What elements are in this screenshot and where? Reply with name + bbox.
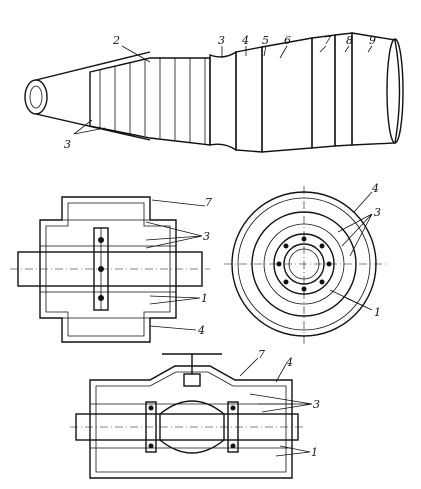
callout-label: 7 [324,34,331,47]
callout-label: 3 [313,398,320,411]
callout-label: 1 [311,446,318,459]
bolt-holes [276,236,332,292]
mid-left-leaders [145,199,206,331]
callout-label: 4 [285,356,293,369]
callout-label: 5 [262,34,269,47]
callout-label: 4 [197,324,205,337]
mid-left-callouts: 7 3 1 4 [197,196,212,337]
callout-label: 6 [284,34,291,47]
longitudinal-section-view [10,196,210,343]
callout-label: 8 [346,34,353,47]
callout-label: 7 [258,348,265,361]
callout-label: 4 [371,182,379,195]
cross-section-view [224,186,386,344]
callout-label: 9 [369,34,376,47]
bottom-callouts: 7 4 3 1 [258,348,320,459]
callout-label: 3 [64,138,71,151]
bottom-leaders [239,357,313,457]
pipe-cutaway-view [24,32,404,153]
mid-right-leaders [329,191,373,311]
top-callouts: 2 3 4 5 6 7 8 9 3 [64,34,376,151]
callout-label: 4 [241,34,249,47]
top-leaders [73,45,373,135]
insulation-segments [89,57,211,146]
callout-label: 1 [374,306,381,319]
mid-right-callouts: 4 3 1 [371,182,381,319]
callout-label: 2 [112,34,120,47]
callout-label: 3 [374,206,381,219]
callout-label: 3 [203,230,210,243]
callout-label: 1 [201,292,208,305]
callout-label: 3 [218,34,225,47]
valve-section-view [70,353,305,479]
callout-label: 7 [205,196,212,209]
